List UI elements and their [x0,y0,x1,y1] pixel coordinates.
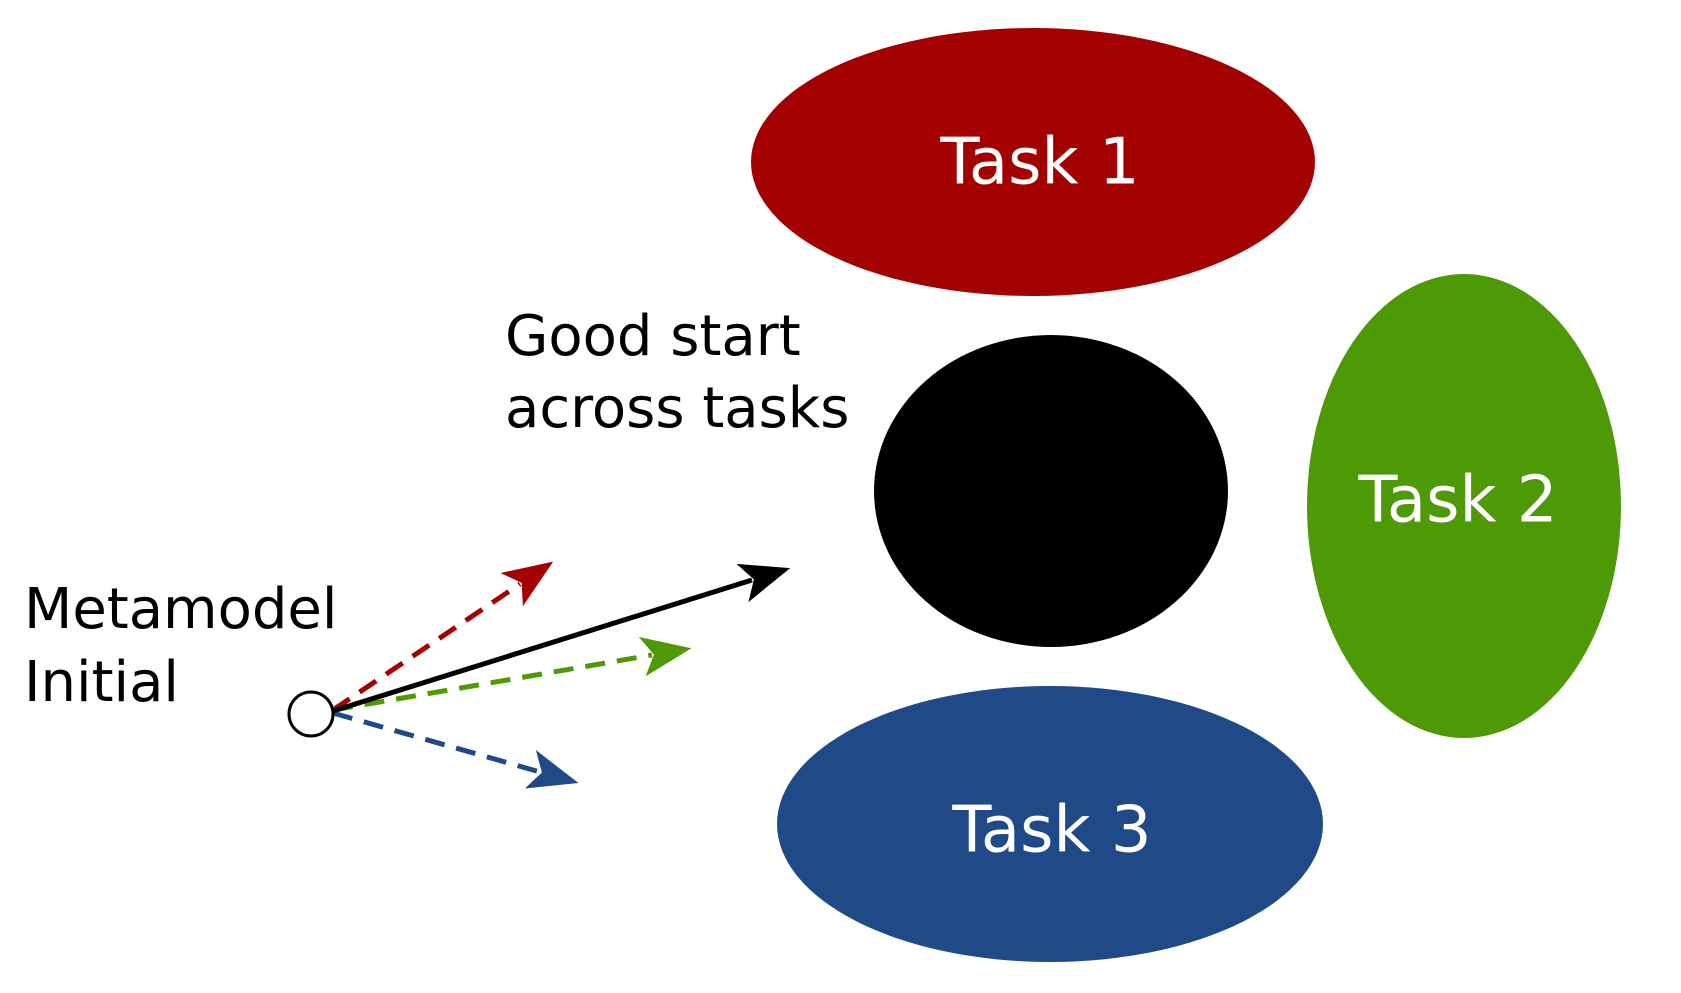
task-1-ellipse [751,28,1315,296]
task-3-region: Task 3 [777,686,1323,962]
task-3-ellipse [777,686,1323,962]
initial-label-line-1: Metamodel [24,577,337,642]
arrow-good-start [332,563,791,714]
arrow-task-2 [332,636,692,713]
arrow-task-1 [331,561,554,713]
task-1-region: Task 1 [751,28,1315,296]
good-start-region [874,335,1228,647]
good-start-label-line-2: across tasks [505,376,849,441]
task-1-label: Task 1 [939,126,1139,200]
initial-label-line-2: Initial [24,650,179,715]
task-3-label: Task 3 [951,794,1151,868]
good-start-label: Good start across tasks [505,304,849,441]
good-start-label-line-1: Good start [505,304,801,369]
task-2-region: Task 2 [1307,274,1621,738]
task-2-ellipse [1307,274,1621,738]
initial-point [287,690,335,738]
task-2-label: Task 2 [1357,464,1557,538]
initial-label: Metamodel Initial [24,577,355,715]
arrow-task-3 [332,710,579,789]
